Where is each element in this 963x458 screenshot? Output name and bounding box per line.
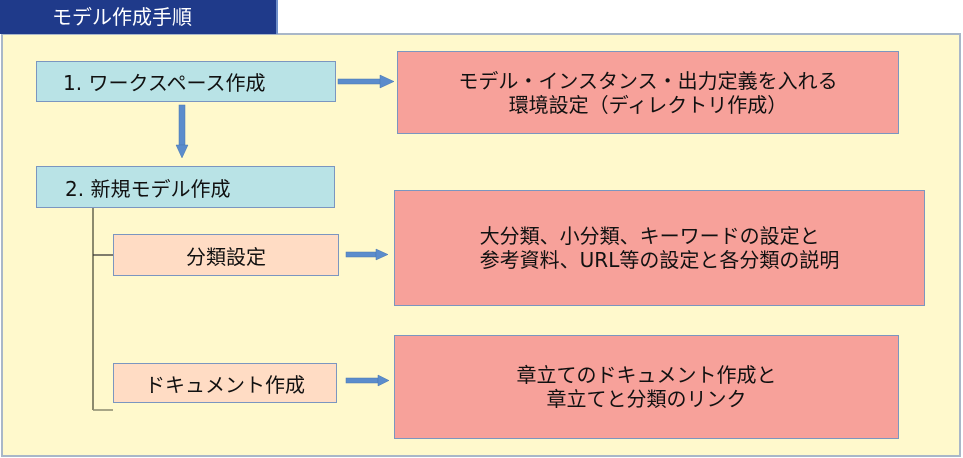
substep-document-box: ドキュメント作成 — [113, 363, 337, 403]
substep-classification-box: 分類設定 — [113, 234, 339, 276]
substep-classification-description-line-1: 大分類、小分類、キーワードの設定と — [479, 224, 820, 248]
substep-document-label: ドキュメント作成 — [145, 372, 305, 397]
step-2-label: 2. 新規モデル作成 — [65, 176, 231, 201]
substep-classification-label: 分類設定 — [186, 244, 266, 269]
diagram-title: モデル作成手順 — [0, 0, 278, 34]
substep-classification-description-line-2: 参考資料、URL等の設定と各分類の説明 — [479, 248, 840, 272]
substep-document-description-line-1: 章立てのドキュメント作成と — [516, 363, 777, 387]
substep-document-description-line-2: 章立てと分類のリンク — [546, 387, 747, 411]
step-1-description-line-1: モデル・インスタンス・出力定義を入れる — [458, 68, 838, 93]
step-1-description-line-2: 環境設定（ディレクトリ作成） — [508, 92, 788, 117]
substep-classification-description-box: 大分類、小分類、キーワードの設定と 参考資料、URL等の設定と各分類の説明 — [394, 190, 925, 306]
step-1-label: 1. ワークスペース作成 — [63, 71, 266, 95]
arrow-step1-to-desc — [337, 74, 395, 89]
arrow-step1-to-step2 — [175, 104, 189, 159]
tree-connector — [92, 207, 113, 411]
step-1-box: 1. ワークスペース作成 — [36, 61, 336, 102]
arrow-document-to-desc — [345, 374, 390, 387]
substep-document-description-box: 章立てのドキュメント作成と 章立てと分類のリンク — [394, 335, 899, 439]
arrow-classification-to-desc — [345, 248, 389, 261]
step-2-box: 2. 新規モデル作成 — [36, 166, 335, 208]
step-1-description-box: モデル・インスタンス・出力定義を入れる 環境設定（ディレクトリ作成） — [397, 51, 899, 134]
